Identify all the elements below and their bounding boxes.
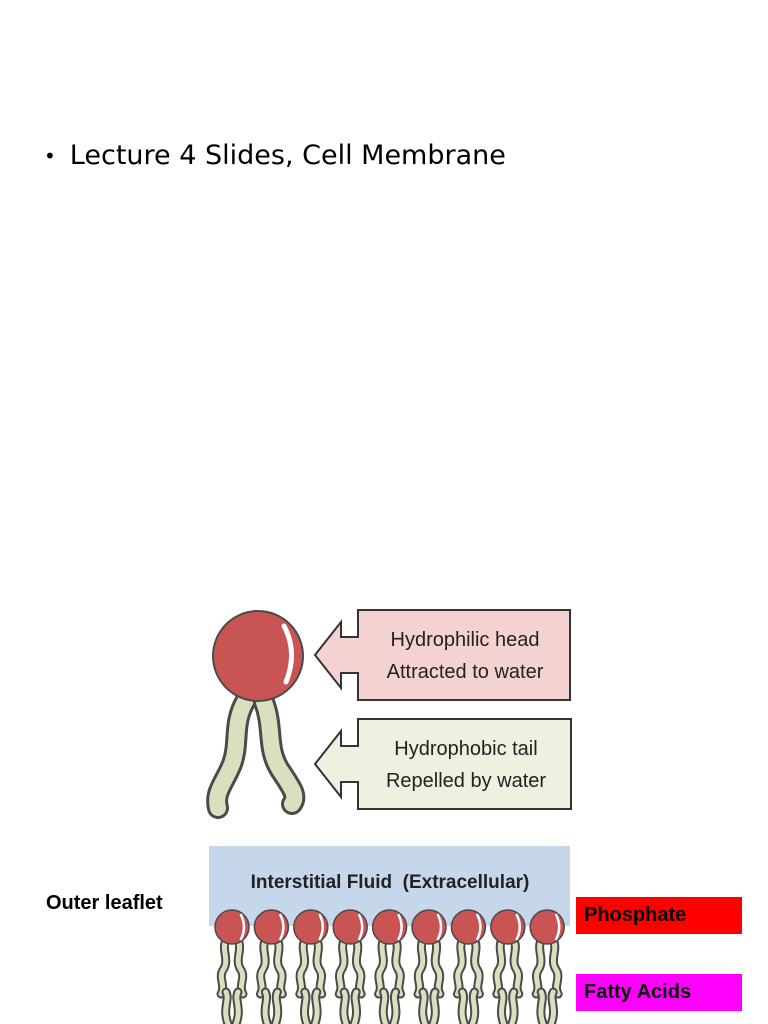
bilayer-lipid bbox=[373, 910, 407, 1024]
bilayer-lipid bbox=[254, 910, 288, 1024]
interstitial-fluid-label: Interstitial Fluid (Extracellular) bbox=[251, 872, 530, 893]
bilayer-lipid bbox=[333, 910, 367, 1024]
phosphate-legend: Phosphate bbox=[576, 897, 742, 934]
head-label-line1: Hydrophilic head bbox=[391, 629, 540, 651]
head-label-line2: Attracted to water bbox=[387, 661, 544, 683]
tail-label-line2: Repelled by water bbox=[386, 770, 546, 792]
outer-leaflet-lipids bbox=[215, 910, 564, 1024]
tail-callout: Hydrophobic tail Repelled by water bbox=[315, 719, 571, 809]
head-callout: Hydrophilic head Attracted to water bbox=[315, 610, 570, 700]
phosphate-legend-label: Phosphate bbox=[584, 904, 686, 926]
bilayer-lipid bbox=[412, 910, 446, 1024]
bilayer-lipid bbox=[530, 910, 564, 1024]
bilayer-lipid bbox=[451, 910, 485, 1024]
lipid-bilayer: Interstitial Fluid (Extracellular) bbox=[209, 846, 570, 1024]
bilayer-lipid bbox=[215, 910, 249, 1024]
outer-leaflet-label: Outer leaflet bbox=[46, 892, 163, 915]
phospholipid-molecule bbox=[213, 611, 303, 808]
fatty-acids-legend-label: Fatty Acids bbox=[584, 981, 691, 1003]
bilayer-lipid bbox=[491, 910, 525, 1024]
fatty-acids-legend: Fatty Acids bbox=[576, 974, 742, 1011]
tail-label-line1: Hydrophobic tail bbox=[394, 738, 537, 760]
bilayer-lipid bbox=[294, 910, 328, 1024]
